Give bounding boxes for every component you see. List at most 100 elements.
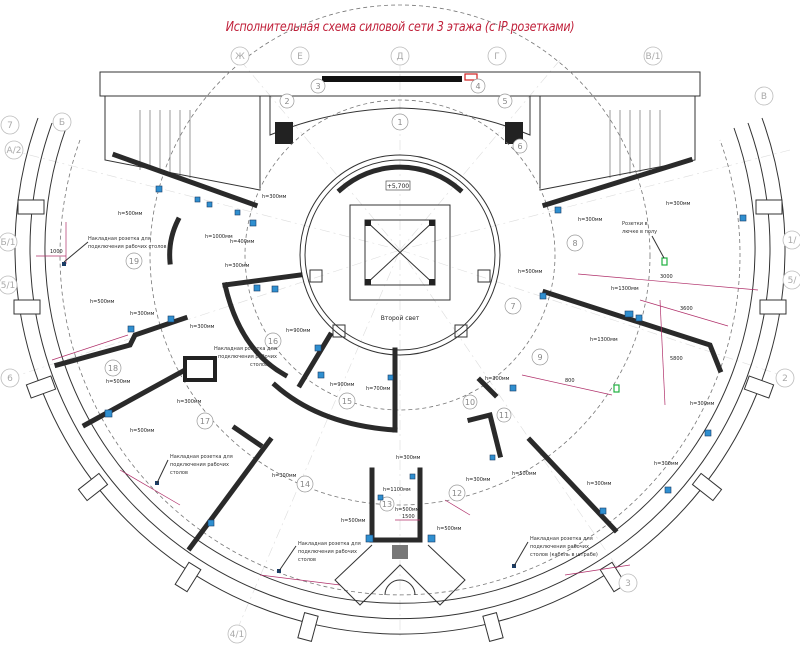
partition-walls-part xyxy=(222,282,289,379)
axis-bubbles-part: Е xyxy=(297,52,303,62)
entrance-vestibule-part xyxy=(384,579,416,596)
room-16-part: 16 xyxy=(268,337,278,346)
top-core-block-part xyxy=(139,110,661,178)
atrium-ring-part xyxy=(365,279,371,285)
facade-pilasters-part xyxy=(297,612,319,642)
height-labels-part: h=1000мм xyxy=(205,234,233,240)
facade-pilasters-part xyxy=(755,199,783,215)
room-numbers: 1 2 3 4 5 6 7 8 9 10 11 12 13 14 15 16 1… xyxy=(104,78,584,512)
height-labels-part: h=300мм xyxy=(578,217,603,223)
height-labels-part: h=300мм xyxy=(177,399,202,405)
dimension-lines-part xyxy=(639,299,729,327)
axis-grid-part xyxy=(9,149,401,251)
outlet-icon xyxy=(387,374,394,381)
outer-facade-wall xyxy=(14,117,786,635)
outlet-icon xyxy=(409,473,416,480)
annotation-notes-part: Накладная розетка для xyxy=(298,541,361,547)
annotation-notes-part: подключения рабочих xyxy=(218,354,277,360)
partition-walls-part xyxy=(186,436,274,552)
dimension-lines-part: 1000 xyxy=(50,249,63,255)
axis-bubbles-part xyxy=(0,368,20,388)
facade-pilasters-part xyxy=(77,472,109,502)
annotation-notes-part: подключения рабочих столов xyxy=(88,244,166,250)
room-1-part: 1 xyxy=(397,118,402,127)
atrium-ring-part xyxy=(364,219,436,286)
room-6-part xyxy=(512,138,528,154)
axis-grid-part xyxy=(239,59,401,251)
room-13: 13 xyxy=(379,496,395,512)
room-8-part xyxy=(566,234,584,252)
outer-facade-wall-part xyxy=(44,127,756,604)
facade-pilasters-part xyxy=(174,561,202,593)
axis-bubbles-part: А/2 xyxy=(7,146,22,156)
atrium-ring-part xyxy=(299,154,501,356)
outlet-icon xyxy=(509,384,517,392)
room-3-part: 3 xyxy=(315,82,320,91)
drawing-title: Исполнительная схема силовой сети 3 этаж… xyxy=(225,20,575,35)
axis-grid-part xyxy=(9,249,401,379)
height-labels-part: h=1300мм xyxy=(590,337,618,343)
outlet-icon xyxy=(704,429,712,437)
axis-bubbles-part: 7 xyxy=(7,121,13,131)
height-labels-part: h=1100мм xyxy=(383,487,411,493)
top-core-block-part xyxy=(464,73,478,81)
axis-bubbles-part xyxy=(782,230,800,250)
outlet-icon xyxy=(271,285,279,293)
facade-pilasters-part xyxy=(17,199,45,215)
room-13-part xyxy=(379,496,395,512)
room-2-part xyxy=(279,93,295,109)
room-12: 12 xyxy=(448,484,466,502)
room-6-part: 6 xyxy=(517,142,522,151)
outlet-icon xyxy=(234,209,241,216)
room-9-part: 9 xyxy=(537,353,542,362)
room-17: 17 xyxy=(196,412,214,430)
partition-walls-part xyxy=(296,331,334,389)
room-13-part: 13 xyxy=(382,500,392,509)
axis-bubbles-part xyxy=(0,115,20,135)
top-core-block-part xyxy=(322,76,462,82)
height-labels-part: h=700мм xyxy=(366,386,391,392)
dimension-lines: 1000 3000 3600 800 5800 1500 xyxy=(36,222,759,586)
annotation-notes: Накладная розетка для подключения рабочи… xyxy=(63,221,665,572)
dimension-lines-part xyxy=(119,469,181,506)
room-3-part xyxy=(310,78,326,94)
room-10-part: 10 xyxy=(465,398,475,407)
height-labels-part: h=500мм xyxy=(130,428,155,434)
top-core-block-part xyxy=(99,71,701,97)
height-labels-part: h=500мм xyxy=(341,518,366,524)
outer-facade-wall-part xyxy=(29,122,771,620)
height-labels-part: h=900мм xyxy=(286,328,311,334)
atrium-ring-part xyxy=(454,324,468,338)
room-18: 18 xyxy=(104,359,122,377)
room-5: 5 xyxy=(497,93,513,109)
dimension-lines-part xyxy=(444,499,471,516)
axis-bubbles-part: Ж xyxy=(235,52,245,62)
floor-box-icon xyxy=(661,257,668,266)
partition-walls-part xyxy=(526,436,619,534)
atrium-ring-part xyxy=(477,269,491,283)
partition-walls xyxy=(53,151,724,552)
axis-bubbles-part: 5/ xyxy=(788,276,798,286)
room-4: 4 xyxy=(470,78,486,94)
facade-pilasters-part xyxy=(482,612,504,642)
outlet-icon xyxy=(62,262,66,266)
annotation-notes-part: подключения рабочих xyxy=(170,462,229,468)
outlet-icon xyxy=(206,201,213,208)
dimension-lines-part: 3000 xyxy=(660,274,673,280)
room-19-part: 19 xyxy=(129,257,139,266)
floor-box-icon xyxy=(613,384,620,393)
room-14: 14 xyxy=(296,475,314,493)
outlet-icon xyxy=(377,494,384,501)
axis-bubbles-part xyxy=(0,275,18,295)
room-17-part: 17 xyxy=(200,417,210,426)
axis-bubbles-part xyxy=(52,112,72,132)
room-17-part xyxy=(196,412,214,430)
axis-bubbles-part: Б xyxy=(59,118,65,128)
axis-bubbles-part: Г xyxy=(494,52,500,62)
annotation-notes-part: Накладная розетка для xyxy=(170,454,233,460)
partition-walls-part xyxy=(271,381,398,433)
axis-bubbles-part: В xyxy=(761,92,767,102)
room-12-part: 12 xyxy=(452,489,462,498)
annotation-notes-part: столов xyxy=(170,470,188,476)
